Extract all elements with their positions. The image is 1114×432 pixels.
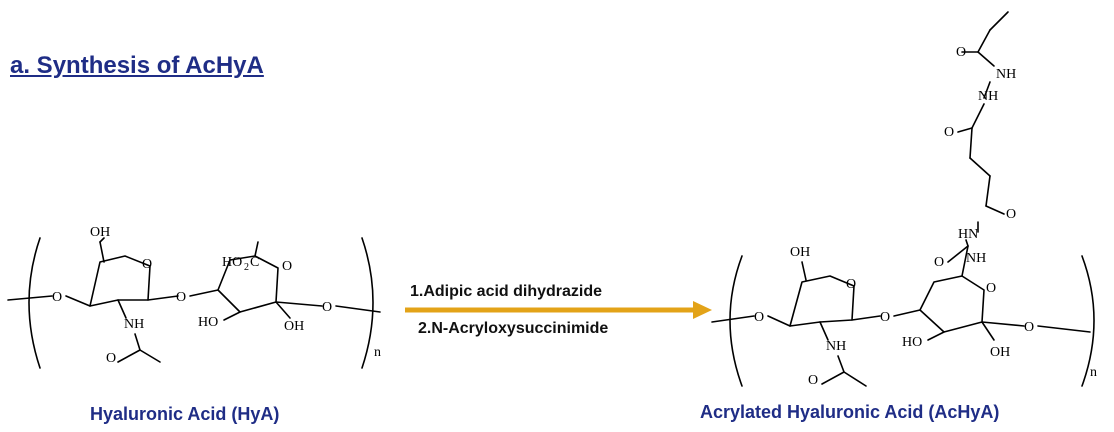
adipoyl-oxygen-1: O — [944, 125, 954, 140]
oh-group: OH — [90, 225, 110, 240]
reagent-step-2: 2.N-Acryloxysuccinimide — [418, 320, 609, 337]
oh-group: OH — [790, 245, 810, 260]
adipoyl-oxygen-2: O — [1006, 207, 1016, 222]
ring-oxygen: O — [846, 277, 856, 292]
carbonyl-oxygen: O — [808, 373, 818, 388]
right-bracket — [361, 237, 374, 369]
hydrazide-nh-top: NH — [978, 89, 998, 104]
carboxyl-subscript: 2 — [244, 262, 249, 273]
ring-oxygen-2: O — [282, 259, 292, 274]
carboxyl-ho: HO — [222, 255, 242, 270]
carboxyl-c: C — [250, 255, 259, 270]
acryl-nh: NH — [996, 67, 1016, 82]
hydrazide-nh-low: NH — [966, 251, 986, 266]
glycosidic-oxygen: O — [176, 290, 186, 305]
ring-oxygen: O — [142, 257, 152, 272]
left-bracket — [28, 237, 41, 369]
reagent-step-1: 1.Adipic acid dihydrazide — [410, 283, 603, 300]
oh-group-2: OH — [284, 319, 304, 334]
product-name: Acrylated Hyaluronic Acid (AcHyA) — [700, 402, 1000, 422]
achya-structure: O NH NH O O HN NH O OH O O NH O O O HO O… — [711, 11, 1097, 388]
ho-group: HO — [902, 335, 922, 350]
amide-oxygen: O — [934, 255, 944, 270]
linkage-oxygen-2: O — [322, 300, 332, 315]
carbonyl-oxygen: O — [106, 351, 116, 366]
amide-nh: NH — [826, 339, 846, 354]
glycosidic-oxygen: O — [880, 310, 890, 325]
ring-oxygen-2: O — [986, 281, 996, 296]
hya-structure: OH O O NH O O HO 2 C O HO OH O n — [7, 225, 381, 369]
repeat-n: n — [1090, 365, 1097, 380]
hydrazide-hn: HN — [958, 227, 978, 242]
linkage-oxygen: O — [754, 310, 764, 325]
scheme-title: a. Synthesis of AcHyA — [10, 52, 264, 79]
reaction-arrow — [405, 301, 712, 319]
oh-group-2: OH — [990, 345, 1010, 360]
linkage-oxygen-2: O — [1024, 320, 1034, 335]
ho-group: HO — [198, 315, 218, 330]
linkage-oxygen: O — [52, 290, 62, 305]
repeat-n: n — [374, 345, 381, 360]
acryl-oxygen: O — [956, 45, 966, 60]
left-bracket — [729, 255, 743, 387]
reactant-name: Hyaluronic Acid (HyA) — [90, 404, 280, 424]
right-bracket — [1081, 255, 1095, 387]
amide-nh: NH — [124, 317, 144, 332]
